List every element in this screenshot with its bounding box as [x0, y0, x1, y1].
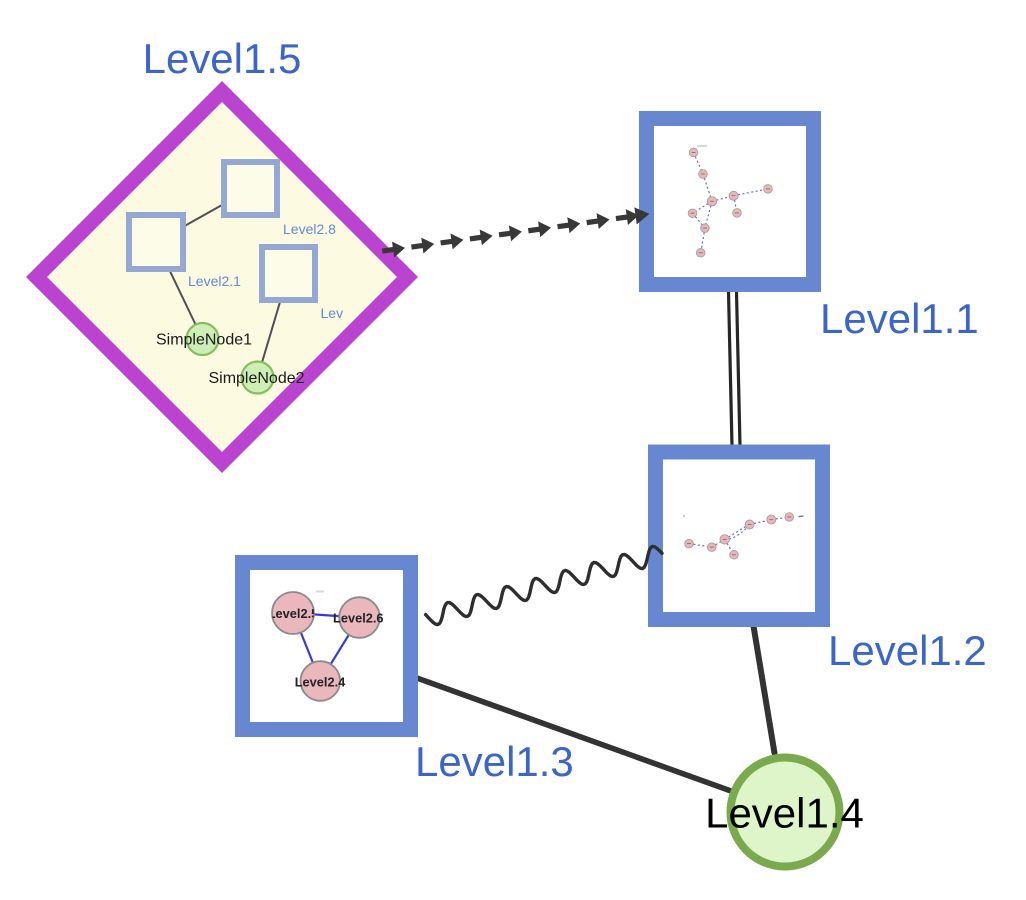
svg-text:Level2.4: Level2.4 — [295, 674, 346, 689]
svg-text:Level1.2: Level1.2 — [828, 627, 987, 674]
svg-text:Level2.1: Level2.1 — [188, 273, 241, 289]
svg-text:Level1.4: Level1.4 — [705, 790, 864, 837]
svg-text:SimpleNode1: SimpleNode1 — [156, 332, 252, 349]
svg-text:Level1.3: Level1.3 — [415, 738, 574, 785]
svg-text:Level2.6: Level2.6 — [333, 610, 384, 625]
svg-text:Level2.5: Level2.5 — [268, 606, 319, 621]
svg-text:Lev: Lev — [321, 305, 344, 321]
svg-text:Level1.5: Level1.5 — [143, 35, 302, 82]
svg-text:Level1.1: Level1.1 — [820, 295, 979, 342]
svg-text:Level2.8: Level2.8 — [283, 221, 336, 237]
svg-text:SimpleNode2: SimpleNode2 — [208, 370, 304, 387]
